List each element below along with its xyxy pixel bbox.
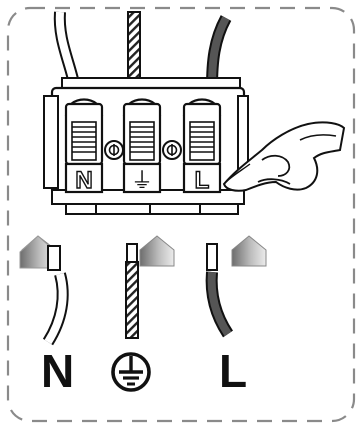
fixing-screw-right bbox=[162, 140, 182, 160]
live-terminal-screw bbox=[182, 98, 222, 194]
insert-arrow-live bbox=[231, 235, 267, 267]
top-earth-wire bbox=[127, 11, 141, 87]
fixing-screw-left bbox=[104, 140, 124, 160]
neutral-terminal-screw bbox=[64, 98, 104, 194]
bottom-label-live: L bbox=[219, 345, 248, 397]
bottom-earth-wire bbox=[125, 243, 139, 339]
bottom-live-wire bbox=[205, 243, 234, 338]
terminal-label-neutral: N bbox=[75, 167, 92, 194]
terminal-label-earth: ⏚ bbox=[131, 169, 153, 194]
pointing-hand-icon bbox=[222, 121, 346, 192]
terminal-label-live: L bbox=[195, 167, 210, 194]
bottom-label-neutral: N bbox=[41, 345, 75, 397]
earth-terminal-screw bbox=[122, 98, 162, 194]
bottom-neutral-wire bbox=[42, 245, 69, 346]
dashed-frame bbox=[6, 6, 356, 423]
insert-arrow-earth bbox=[139, 235, 175, 267]
earth-ground-symbol-icon bbox=[111, 352, 151, 392]
